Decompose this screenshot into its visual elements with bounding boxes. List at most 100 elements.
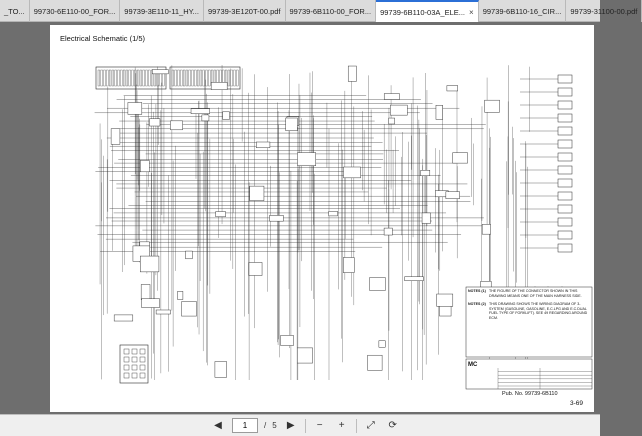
relay-box — [557, 230, 573, 240]
connector-pin — [123, 69, 126, 87]
component-box — [446, 85, 458, 92]
component-box — [388, 117, 395, 125]
component-box — [328, 211, 338, 217]
connector-pin — [194, 69, 197, 87]
tab-label: 99739-6B110-03A_ELE... — [380, 7, 466, 17]
component-box — [141, 298, 160, 308]
tab-6[interactable]: 99739-6B110-16_CIR... — [479, 0, 567, 22]
component-box — [249, 185, 265, 201]
pdf-viewer-area[interactable]: Electrical Schematic (1/5) NOTES (1)THE … — [0, 22, 600, 414]
component-box — [177, 291, 184, 300]
component-box — [297, 152, 317, 166]
fit-page-button[interactable]: ⤢ — [363, 418, 379, 434]
connector-pin — [183, 69, 186, 87]
component-box — [420, 170, 431, 176]
page-toolbar: ◀ 1 / 5 ▶ − + ⤢ ⟳ — [0, 414, 600, 436]
connector-pin — [236, 69, 239, 87]
tab-3[interactable]: 99739-3E120T-00.pdf — [204, 0, 286, 22]
connector-pin — [233, 69, 236, 87]
relay-box — [557, 217, 573, 227]
component-box — [404, 276, 424, 281]
component-box — [367, 354, 383, 371]
connector-pin — [131, 372, 138, 379]
component-box — [214, 361, 227, 378]
next-page-button[interactable]: ▶ — [283, 418, 299, 434]
connector-pin — [208, 69, 211, 87]
page-number-input[interactable]: 1 — [232, 418, 258, 433]
connector-pin — [120, 69, 123, 87]
pdf-page[interactable]: Electrical Schematic (1/5) NOTES (1)THE … — [50, 25, 594, 412]
notes-box — [465, 286, 593, 358]
tab-7[interactable]: 99739-31100-00.pdf — [566, 0, 642, 22]
connector-pin — [131, 364, 138, 371]
component-box — [140, 160, 150, 173]
component-box — [155, 309, 171, 315]
connector-pin — [111, 69, 114, 87]
component-box — [347, 65, 357, 82]
connector-pin — [123, 364, 130, 371]
zoom-out-button[interactable]: − — [312, 418, 328, 434]
component-box — [113, 314, 134, 322]
close-icon[interactable]: × — [469, 7, 474, 17]
connector-pin — [227, 69, 230, 87]
tab-5[interactable]: 99739-6B110-03A_ELE...× — [376, 0, 479, 22]
component-box — [190, 108, 210, 114]
rotate-button[interactable]: ⟳ — [385, 418, 401, 434]
relay-box — [557, 87, 573, 97]
tab-label: 99730-6E110-00_FOR... — [33, 6, 116, 16]
component-box — [285, 117, 298, 131]
component-box — [378, 340, 386, 348]
connector-pin — [202, 69, 205, 87]
relay-box — [557, 191, 573, 201]
connector-pin — [131, 348, 138, 355]
component-box — [222, 111, 230, 120]
chevron-right-icon: ▶ — [286, 420, 295, 431]
model-code-block: MC — [468, 362, 590, 368]
relay-box — [557, 74, 573, 84]
tab-4[interactable]: 99739-6B110-00_FOR... — [286, 0, 377, 22]
relay-box — [557, 204, 573, 214]
tab-bar: _TO...99730-6E110-00_FOR... 99739-3E110-1… — [0, 0, 642, 22]
component-box — [149, 118, 161, 127]
component-box — [421, 212, 431, 224]
schematic-drawing — [94, 65, 593, 390]
component-box — [436, 293, 454, 307]
connector-pin — [137, 69, 140, 87]
zoom-in-button[interactable]: + — [334, 418, 350, 434]
component-box — [269, 215, 284, 222]
component-box — [435, 105, 443, 120]
component-box — [369, 277, 386, 291]
connector-pin — [171, 69, 174, 87]
tab-label: 99739-3E120T-00.pdf — [207, 6, 281, 16]
component-box — [452, 152, 468, 164]
component-box — [383, 93, 400, 100]
component-box — [215, 211, 226, 218]
tab-1[interactable]: 99730-6E110-00_FOR... — [30, 0, 121, 22]
connector-pin — [230, 69, 233, 87]
connector-pin — [139, 69, 142, 87]
prev-page-button[interactable]: ◀ — [210, 418, 226, 434]
connector-pin — [125, 69, 128, 87]
component-box — [343, 166, 361, 179]
tab-2[interactable]: 99739-3E110-11_HY... — [120, 0, 204, 22]
connector-pin — [197, 69, 200, 87]
component-box — [484, 99, 500, 113]
notes-label-1: NOTES (1) — [468, 289, 486, 293]
connector-pin — [177, 69, 180, 87]
tab-label: 99739-6B110-16_CIR... — [482, 6, 562, 16]
connector-pin — [139, 356, 146, 363]
publication-number: Pub. No. 99739-6B110 — [502, 391, 558, 397]
relay-box — [557, 165, 573, 175]
connector-pin — [131, 356, 138, 363]
component-box — [445, 191, 460, 199]
connector-pin — [139, 348, 146, 355]
component-box — [383, 227, 393, 236]
zoom-out-icon: − — [316, 420, 323, 431]
tab-0[interactable]: _TO... — [0, 0, 30, 22]
page-separator: / — [264, 421, 267, 430]
component-box — [152, 69, 169, 75]
component-box — [170, 120, 183, 131]
connector-pin — [139, 372, 146, 379]
component-box — [201, 114, 210, 122]
note-2: THIS DRAWING SHOWS THE WIRING DIAGRAM OF… — [489, 302, 588, 320]
